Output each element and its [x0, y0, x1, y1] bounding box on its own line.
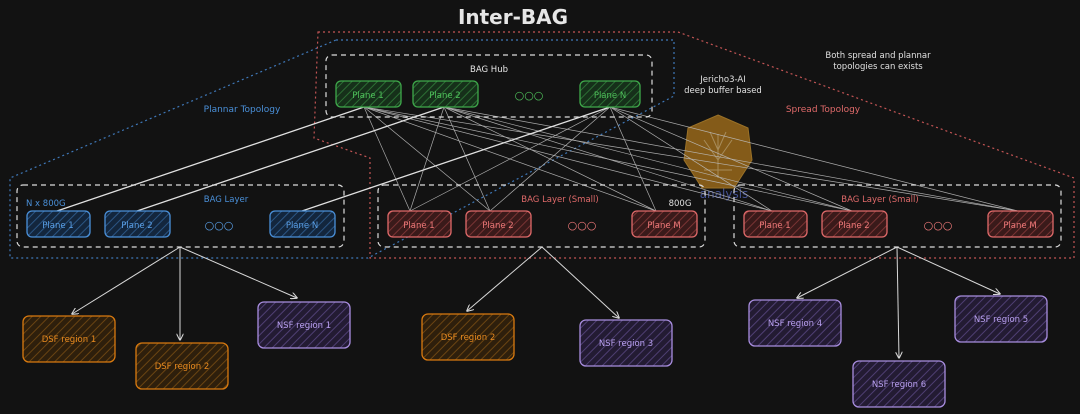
- region-dsf-2[interactable]: DSF region 2: [135, 342, 229, 390]
- small-b-plane-m[interactable]: Plane M: [987, 210, 1054, 238]
- bag-layer-small-a-title: BAG Layer (Small): [521, 195, 598, 205]
- planar-plane-1-label: Plane 1: [42, 221, 73, 231]
- n-800g-label: N x 800G: [26, 199, 66, 209]
- region-nsf-1[interactable]: NSF region 1: [257, 301, 351, 349]
- bag-layer-planar-title: BAG Layer: [204, 195, 249, 205]
- small-b-plane-2[interactable]: Plane 2: [821, 210, 888, 238]
- hub-ellipsis: ○○○: [515, 89, 544, 102]
- planar-topology-boundary: [9, 39, 675, 259]
- region-nsf-6-label: NSF region 6: [872, 380, 926, 390]
- hub-plane-1-label: Plane 1: [352, 91, 383, 101]
- planar-links: [56, 106, 611, 212]
- small-a-plane-m-label: Plane M: [647, 221, 680, 231]
- region-dsf-2-label: DSF region 2: [155, 362, 210, 372]
- region-dsf-3-label: DSF region 2: [441, 333, 496, 343]
- planar-plane-n[interactable]: Plane N: [269, 210, 336, 238]
- small-a-plane-2-label: Plane 2: [482, 221, 513, 231]
- planar-topology-label: Plannar Topology: [204, 105, 281, 115]
- hub-plane-2-label: Plane 2: [429, 91, 460, 101]
- small-a-plane-2[interactable]: Plane 2: [465, 210, 532, 238]
- planar-ellipsis: ○○○: [205, 219, 234, 232]
- small-b-ellipsis: ○○○: [924, 219, 953, 232]
- planar-plane-1[interactable]: Plane 1: [26, 210, 91, 238]
- small-b-plane-m-label: Plane M: [1003, 221, 1036, 231]
- region-nsf-3[interactable]: NSF region 3: [579, 319, 673, 367]
- small-a-ellipsis: ○○○: [568, 219, 597, 232]
- spread-topology-label: Spread Topology: [786, 105, 861, 115]
- region-nsf-3-label: NSF region 3: [599, 339, 653, 349]
- region-nsf-6[interactable]: NSF region 6: [852, 360, 946, 408]
- bag-layer-small-b: BAG Layer (Small) Plane 1 Plane 2 ○○○ Pl…: [733, 184, 1062, 248]
- bag-hub-container: [325, 54, 653, 118]
- bag-layer-small-a: BAG Layer (Small) Plane 1 Plane 2 ○○○ Pl…: [377, 184, 706, 248]
- note-jericho-line-2: deep buffer based: [684, 86, 762, 96]
- region-dsf-3[interactable]: DSF region 2: [421, 313, 515, 361]
- spread-topology-boundary: [313, 31, 1075, 259]
- small-b-plane-1[interactable]: Plane 1: [743, 210, 808, 238]
- watermark-text: analysis: [700, 187, 749, 201]
- link-800g-label: 800G: [669, 199, 692, 209]
- bag-hub-title: BAG Hub: [470, 65, 508, 75]
- bag-hub: BAG Hub Plane 1 Plane 2 ○○○ Plane N: [325, 54, 653, 118]
- small-b-plane-1-label: Plane 1: [759, 221, 790, 231]
- planar-plane-2-label: Plane 2: [121, 221, 152, 231]
- hub-plane-2[interactable]: Plane 2: [412, 80, 479, 108]
- diagram-title: Inter-BAG: [458, 5, 568, 29]
- bag-layer-small-b-title: BAG Layer (Small): [841, 195, 918, 205]
- note-spread-planar-line-2: topologies can exists: [833, 62, 923, 72]
- region-arrows: [72, 246, 1000, 358]
- region-nsf-1-label: NSF region 1: [277, 321, 331, 331]
- note-jericho-line-1: Jericho3-AI: [699, 75, 745, 85]
- region-nsf-5-label: NSF region 5: [974, 315, 1028, 325]
- region-dsf-1[interactable]: DSF region 1: [22, 315, 116, 363]
- note-spread-planar-line-1: Both spread and plannar: [825, 51, 931, 61]
- region-nsf-4[interactable]: NSF region 4: [748, 299, 842, 347]
- region-nsf-4-label: NSF region 4: [768, 319, 822, 329]
- small-a-plane-1[interactable]: Plane 1: [387, 210, 452, 238]
- hub-plane-n[interactable]: Plane N: [579, 80, 641, 108]
- hub-mesh-links: [363, 106, 1019, 212]
- hub-plane-n-label: Plane N: [594, 91, 626, 101]
- planar-plane-n-label: Plane N: [286, 221, 318, 231]
- planar-plane-2[interactable]: Plane 2: [104, 210, 171, 238]
- small-b-plane-2-label: Plane 2: [838, 221, 869, 231]
- hub-plane-1[interactable]: Plane 1: [335, 80, 402, 108]
- watermark-logo: [683, 114, 753, 189]
- small-a-plane-1-label: Plane 1: [403, 221, 434, 231]
- region-nsf-5[interactable]: NSF region 5: [954, 295, 1048, 343]
- bag-layer-planar: N x 800G BAG Layer Plane 1 Plane 2 ○○○ P…: [16, 184, 345, 248]
- region-dsf-1-label: DSF region 1: [42, 335, 97, 345]
- small-a-plane-m[interactable]: Plane M: [631, 210, 698, 238]
